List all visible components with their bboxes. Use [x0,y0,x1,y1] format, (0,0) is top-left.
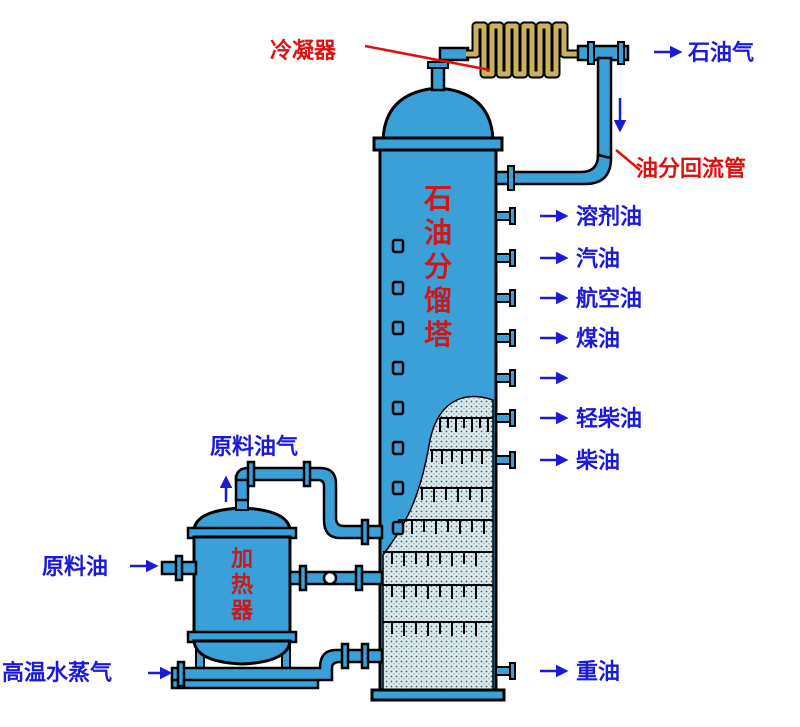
valve-icon [322,570,338,586]
tower-title-char: 馏 [424,284,452,317]
heater-outlet-pipe [288,564,384,592]
distillation-tower: 石 油 分 馏 塔 [370,86,506,702]
output-label-kerosene: 煤油 [576,326,620,352]
heater-title-char: 热 [231,572,253,598]
tower-base [370,688,506,702]
heater-body [192,535,292,639]
reflux-pipe [596,56,613,160]
output-label-gasoline: 汽油 [576,246,620,272]
heater: 加 热 器 [170,495,320,690]
heater-title-char: 加 [230,546,253,572]
outlet-arrows [540,45,683,678]
condenser-assembly [427,21,630,191]
feed-vapor-pipe [234,460,384,546]
output-label-diesel: 柴油 [575,449,620,474]
condenser-pointer [364,44,491,72]
condenser-label: 冷凝器 [270,38,337,64]
feed-oil-label: 原料油 [42,555,108,580]
feed-oil-inlet [160,554,198,582]
tower-dome [381,86,495,142]
tower-title-char: 油 [424,216,452,249]
feed-vapor-label: 原料油气 [210,434,298,460]
tower-title-char: 分 [424,250,452,283]
output-label-heavy-oil: 重油 [576,660,620,685]
output-label-light-diesel: 轻柴油 [576,406,642,432]
reflux-pointer [615,149,641,171]
tower-manholes [391,238,405,536]
tower-title-char: 塔 [424,318,453,351]
reflux-pipe-label: 油分回流管 [636,156,746,182]
steam-label: 高温水蒸气 [2,660,112,686]
tower-flange [372,136,504,152]
output-label-solvent-oil: 溶剂油 [576,204,642,230]
side-outlets [495,207,516,680]
heater-title-char: 器 [230,598,254,624]
output-label-aviation-oil: 航空油 [576,286,642,312]
tower-title-char: 石 [423,182,452,215]
steam-pipe [170,642,384,688]
output-label-petroleum-gas: 石油气 [687,40,754,66]
